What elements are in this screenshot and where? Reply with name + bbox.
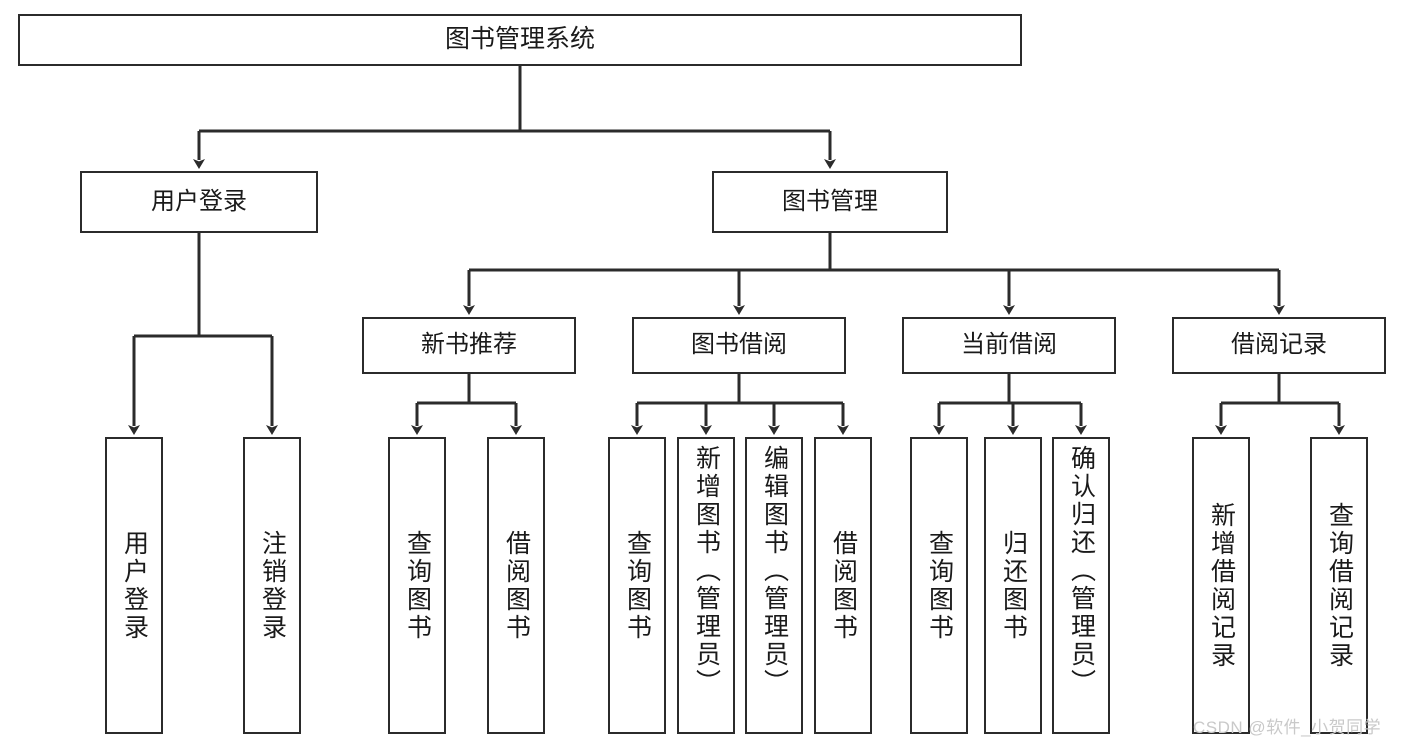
node-leaf-query-borrow-record: 查询借阅记录 <box>1310 437 1368 734</box>
node-label: 借阅图书 <box>829 529 858 642</box>
node-leaf-return-book: 归还图书 <box>984 437 1042 734</box>
node-leaf-query-book-2: 查询图书 <box>608 437 666 734</box>
node-label: 新书推荐 <box>421 331 517 359</box>
node-leaf-query-book-3: 查询图书 <box>910 437 968 734</box>
node-leaf-borrow-book-1: 借阅图书 <box>487 437 545 734</box>
node-label: 新增借阅记录 <box>1207 501 1236 670</box>
node-label: 查询图书 <box>925 529 954 642</box>
node-root: 图书管理系统 <box>18 14 1022 66</box>
node-leaf-add-borrow-record: 新增借阅记录 <box>1192 437 1250 734</box>
node-user-login: 用户登录 <box>80 171 318 233</box>
node-label: 新增图书（管理员） <box>692 445 721 697</box>
node-label: 查询借阅记录 <box>1325 501 1354 670</box>
node-label: 图书借阅 <box>691 331 787 359</box>
node-leaf-logout: 注销登录 <box>243 437 301 734</box>
node-label: 编辑图书（管理员） <box>760 445 789 697</box>
node-label: 借阅图书 <box>502 529 531 642</box>
node-new-book-recommend: 新书推荐 <box>362 317 576 374</box>
node-leaf-edit-book-admin: 编辑图书（管理员） <box>745 437 803 734</box>
node-leaf-query-book-1: 查询图书 <box>388 437 446 734</box>
node-label: 用户登录 <box>120 529 149 642</box>
node-label: 确认归还（管理员） <box>1067 445 1096 697</box>
node-borrow-record: 借阅记录 <box>1172 317 1386 374</box>
node-leaf-user-login: 用户登录 <box>105 437 163 734</box>
node-book-borrow: 图书借阅 <box>632 317 846 374</box>
node-label: 查询图书 <box>403 529 432 642</box>
node-label: 用户登录 <box>151 187 247 215</box>
node-label: 图书管理系统 <box>444 25 595 54</box>
node-leaf-add-book-admin: 新增图书（管理员） <box>677 437 735 734</box>
node-label: 注销登录 <box>258 529 287 642</box>
node-leaf-borrow-book-2: 借阅图书 <box>814 437 872 734</box>
node-leaf-confirm-return-admin: 确认归还（管理员） <box>1052 437 1110 734</box>
node-label: 归还图书 <box>999 529 1028 642</box>
node-label: 图书管理 <box>782 187 878 215</box>
node-book-manage: 图书管理 <box>712 171 948 233</box>
node-label: 查询图书 <box>623 529 652 642</box>
node-current-borrow: 当前借阅 <box>902 317 1116 374</box>
node-label: 借阅记录 <box>1231 331 1327 359</box>
node-label: 当前借阅 <box>961 331 1057 359</box>
